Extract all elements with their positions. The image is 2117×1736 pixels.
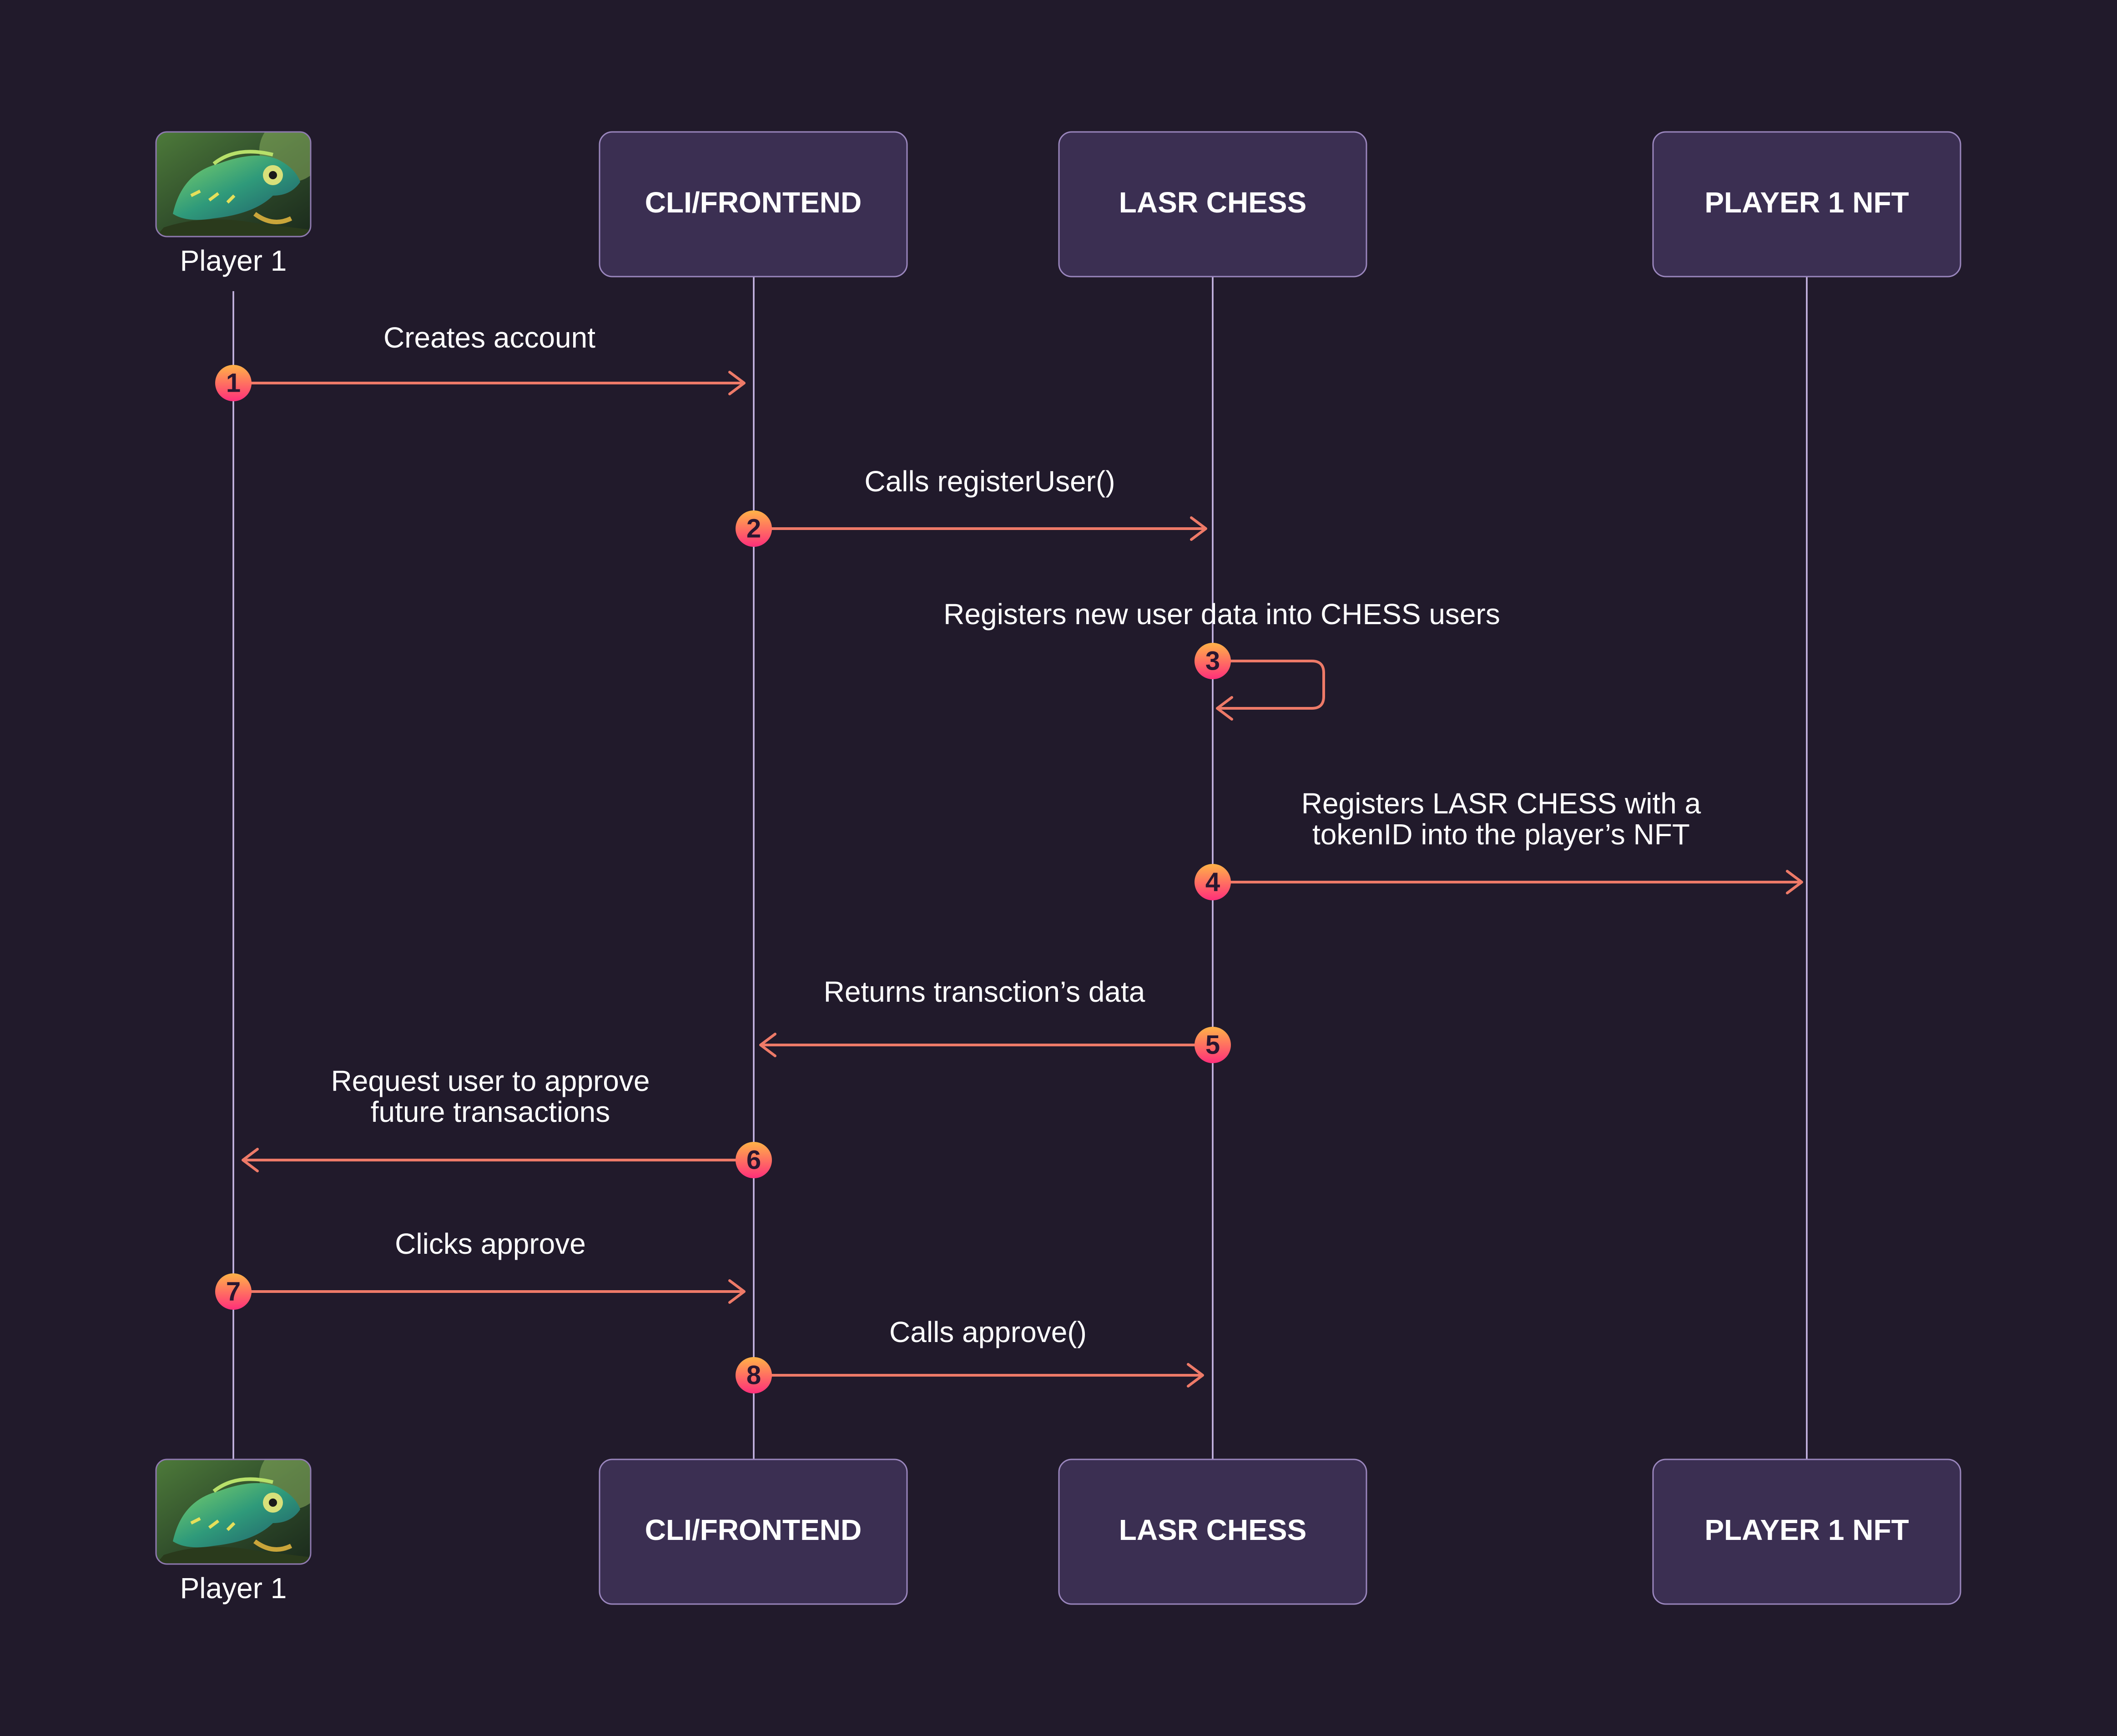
arrow-head [728,371,746,395]
arrow-head [759,1033,776,1057]
step-number: 6 [746,1146,761,1175]
chameleon-avatar-icon [156,1459,311,1564]
arrow-head [1190,516,1207,541]
step-badge [736,1142,772,1178]
arrow-head [1187,1363,1204,1388]
message-7: Clicks approve 7 [215,1227,746,1310]
player-label-top: Player 1 [180,244,287,277]
arrow-head [728,1279,746,1304]
step-number: 2 [746,514,761,544]
message-1: Creates account 1 [215,321,746,401]
arrow-head [242,1148,259,1172]
message-label: Returns transction’s data [824,975,1145,1008]
nft-label-bottom: PLAYER 1 NFT [1704,1514,1909,1546]
player-actor-bottom: Player 1 [155,1458,312,1605]
step-badge [1195,1027,1231,1063]
step-badge [1195,643,1231,679]
frontend-actor-bottom: CLI/FRONTEND [599,1458,908,1605]
message-5: Returns transction’s data 5 [759,975,1231,1063]
message-label: Calls approve() [889,1316,1087,1348]
arrow-head [1216,696,1233,721]
message-4: Registers LASR CHESS with a tokenID into… [1195,787,1803,900]
message-label-line-2: tokenID into the player’s NFT [1312,818,1690,851]
step-badge [215,365,252,401]
step-badge [736,510,772,547]
step-number: 8 [746,1361,761,1390]
self-loop-arrow [1211,660,1325,710]
player-actor-top: Player 1 [155,131,312,277]
player-label-bottom: Player 1 [180,1572,287,1605]
nft-actor-top: PLAYER 1 NFT [1652,131,1961,278]
step-badge [736,1357,772,1393]
step-number: 7 [226,1277,241,1307]
step-number: 1 [226,368,241,398]
message-label-line-1: Request user to approve [331,1065,650,1097]
frontend-actor-top: CLI/FRONTEND [599,131,908,278]
step-badge [215,1273,252,1310]
nft-label-top: PLAYER 1 NFT [1704,186,1909,219]
frontend-label-bottom: CLI/FRONTEND [645,1514,862,1546]
message-label: Creates account [383,321,595,354]
step-number: 4 [1205,868,1220,897]
message-label-line-2: future transactions [371,1095,610,1128]
chess-actor-top: LASR CHESS [1058,131,1367,278]
step-number: 5 [1205,1030,1220,1060]
message-8: Calls approve() 8 [736,1316,1204,1393]
message-6: Request user to approve future transacti… [242,1065,772,1178]
chameleon-avatar-icon [156,132,311,237]
message-label: Calls registerUser() [864,465,1115,498]
step-badge [1195,864,1231,900]
message-2: Calls registerUser() 2 [736,465,1207,547]
chess-label-bottom: LASR CHESS [1119,1514,1307,1546]
step-number: 3 [1205,646,1220,676]
frontend-label-top: CLI/FRONTEND [645,186,862,219]
nft-actor-bottom: PLAYER 1 NFT [1652,1458,1961,1605]
arrow-head [1786,870,1803,894]
message-3: Registers new user data into CHESS users… [943,598,1500,721]
message-label-line-1: Registers LASR CHESS with a [1301,787,1701,820]
message-label: Registers new user data into CHESS users [943,598,1500,631]
chess-actor-bottom: LASR CHESS [1058,1458,1367,1605]
chess-label-top: LASR CHESS [1119,186,1307,219]
message-label: Clicks approve [395,1227,586,1260]
